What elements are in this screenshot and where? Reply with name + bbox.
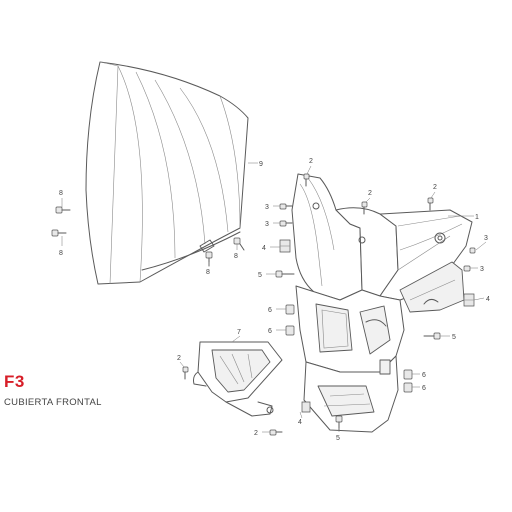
screw-2-bottom [269, 429, 283, 436]
nut-clip-4-right [463, 293, 475, 307]
clip-nut-6-d [403, 382, 413, 393]
callout-screw-3-b: 3 [265, 221, 269, 228]
callout-screw-3-a: 3 [265, 204, 269, 211]
screw-2-trim [182, 366, 189, 380]
callout-screw-2-d: 2 [177, 355, 181, 362]
clip-nut-6-b [285, 325, 295, 336]
screw-3-upper [279, 203, 293, 210]
section-title: CUBIERTA FRONTAL [4, 397, 102, 408]
callout-screw-3-d: 3 [480, 266, 484, 273]
screw-3-right-b [463, 265, 471, 272]
nut-clip-4-bottom [301, 401, 311, 413]
callout-bolt-8-b: 8 [59, 250, 63, 257]
bolt-5-bottom [335, 415, 343, 431]
bolt-8-lower [51, 229, 67, 237]
callout-bolt-8-d: 8 [206, 269, 210, 276]
callout-screw-3-c: 3 [484, 235, 488, 242]
bolt-8-upper [55, 206, 71, 214]
screw-3-lower [279, 220, 293, 227]
clip-nut-6-c [403, 369, 413, 380]
bolt-5-left [275, 270, 295, 278]
windshield [85, 61, 249, 285]
screw-2-top-center [361, 201, 368, 215]
callout-front-cover: 1 [475, 214, 479, 221]
callout-screw-2-e: 2 [254, 430, 258, 437]
callout-bolt-5-c: 5 [336, 435, 340, 442]
callout-clip-6-a: 6 [268, 307, 272, 314]
screw-2-top-right [427, 197, 434, 211]
callout-headlight-trim: 7 [237, 329, 241, 336]
callout-bolt-8-a: 8 [59, 190, 63, 197]
clip-nut-6-a [285, 304, 295, 315]
callout-clip-6-d: 6 [422, 385, 426, 392]
callout-nut-4-b: 4 [486, 296, 490, 303]
bolt-8-center-a [233, 237, 245, 251]
callout-windshield: 9 [259, 161, 263, 168]
callout-screw-2-a: 2 [309, 158, 313, 165]
headlight-trim [193, 341, 283, 417]
callouts: 9 1 7 2 2 2 2 2 3 3 3 3 4 4 4 5 5 5 6 6 … [59, 158, 490, 442]
callout-bolt-8-c: 8 [234, 253, 238, 260]
fasteners [51, 173, 476, 436]
callout-nut-4-a: 4 [262, 245, 266, 252]
screw-3-right-a [469, 247, 476, 254]
callout-screw-2-c: 2 [433, 184, 437, 191]
front-cover [291, 173, 473, 433]
section-code: F3 [4, 372, 25, 391]
screw-2-top-left [303, 173, 310, 187]
bolt-5-right [423, 332, 441, 340]
leader-lines [61, 162, 487, 433]
callout-bolt-5-b: 5 [452, 334, 456, 341]
callout-clip-6-b: 6 [268, 328, 272, 335]
nut-clip-4-left [279, 239, 291, 253]
callout-screw-2-b: 2 [368, 190, 372, 197]
callout-bolt-5-a: 5 [258, 272, 262, 279]
callout-nut-4-c: 4 [298, 419, 302, 426]
callout-clip-6-c: 6 [422, 372, 426, 379]
